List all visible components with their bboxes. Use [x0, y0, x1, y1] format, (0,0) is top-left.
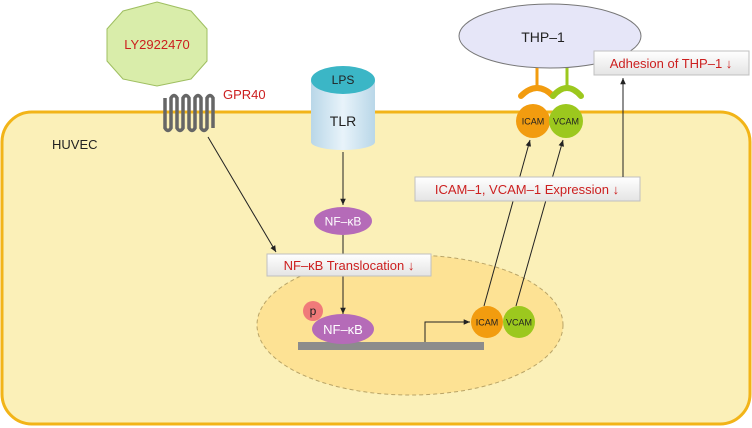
- nfkb-nuclear-label: NF–κB: [323, 322, 363, 337]
- expression-box: [414, 176, 641, 202]
- thp1-vcam-ligand-cup: [550, 85, 584, 99]
- phosphate-mark: [303, 301, 323, 321]
- gpr40-label: GPR40: [223, 87, 266, 102]
- arrow-gpr40-to-translocation: [207, 136, 277, 253]
- translocation-label: NF–κB Translocation ↓: [284, 258, 415, 273]
- phosphate-label: p: [310, 304, 317, 318]
- gene-icam-label: ICAM: [476, 318, 499, 328]
- surface-vcam-label: VCAM: [553, 117, 579, 127]
- surface-icam: [516, 104, 550, 138]
- nfkb-cytoplasm: [314, 207, 372, 235]
- gene-icam: [471, 306, 503, 338]
- nucleus: [256, 254, 564, 396]
- gene-vcam-label: VCAM: [506, 318, 532, 328]
- dna-strand: [298, 342, 484, 350]
- nfkb-cytoplasm-label: NF–κB: [325, 215, 362, 229]
- ly2922470-octagon: [106, 1, 208, 87]
- huvec-label: HUVEC: [52, 137, 98, 152]
- surface-vcam: [549, 104, 583, 138]
- tlr-label: TLR: [330, 113, 356, 129]
- lps-cap: [311, 66, 375, 94]
- expression-label: ICAM–1, VCAM–1 Expression ↓: [435, 182, 619, 197]
- thp1-icam-ligand-cup: [518, 85, 556, 99]
- surface-icam-label: ICAM: [522, 117, 545, 127]
- gpr40-receptor-icon: [163, 93, 215, 133]
- adhesion-box: [593, 50, 750, 76]
- lps-label: LPS: [332, 73, 355, 87]
- arrow-icam-to-surface: [483, 139, 532, 307]
- nfkb-nuclear: [312, 314, 374, 344]
- arrow-vcam-to-surface: [515, 139, 564, 307]
- transcription-start-arrow: [424, 319, 470, 342]
- adhesion-label: Adhesion of THP–1 ↓: [610, 56, 733, 71]
- drug-label: LY2922470: [124, 37, 190, 52]
- gene-vcam: [503, 306, 535, 338]
- translocation-box: [266, 253, 432, 277]
- thp1-label: THP–1: [521, 29, 565, 45]
- tlr-bottom: [311, 134, 375, 150]
